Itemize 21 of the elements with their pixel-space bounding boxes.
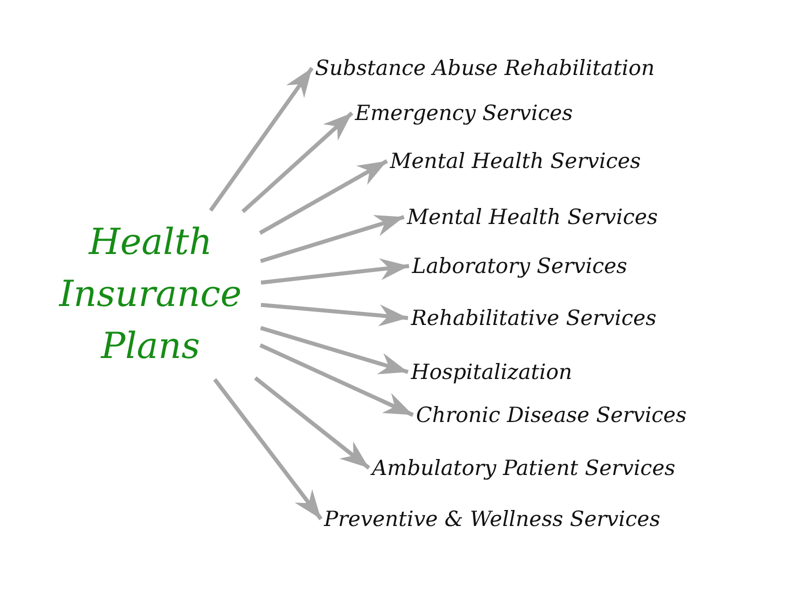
arrow — [260, 215, 405, 264]
service-label: Chronic Disease Services — [416, 401, 687, 429]
arrow — [260, 302, 408, 326]
arrow — [209, 66, 314, 212]
arrow — [259, 343, 414, 417]
arrow — [241, 112, 354, 214]
service-label: Rehabilitative Services — [411, 304, 656, 332]
arrow — [260, 258, 410, 285]
service-label: Hospitalization — [411, 358, 572, 386]
arrow — [213, 378, 323, 520]
service-label: Laboratory Services — [412, 252, 628, 280]
service-label: Substance Abuse Rehabilitation — [315, 54, 655, 82]
central-topic-text: Health Insurance Plans — [48, 217, 253, 373]
arrow — [254, 376, 370, 470]
service-label: Mental Health Services — [407, 203, 658, 231]
service-label: Preventive & Wellness Services — [324, 505, 660, 533]
service-label: Ambulatory Patient Services — [372, 454, 676, 482]
arrow — [260, 326, 409, 374]
arrow — [258, 159, 388, 235]
service-label: Mental Health Services — [390, 147, 641, 175]
service-label: Emergency Services — [355, 99, 573, 127]
